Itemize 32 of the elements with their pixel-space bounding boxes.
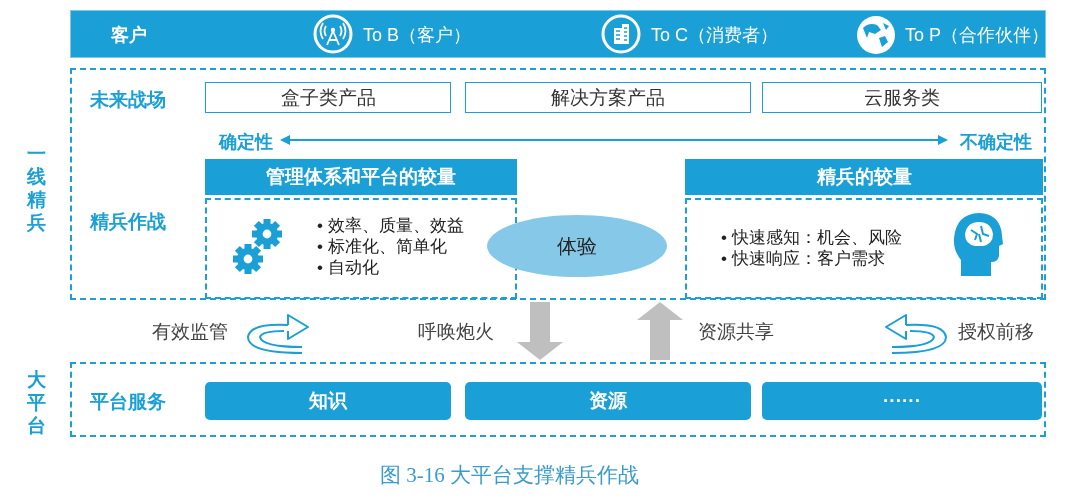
row-label: 精兵作战 — [90, 210, 166, 234]
product-box: 解决方案产品 — [465, 82, 751, 113]
row-label: 平台服务 — [90, 390, 166, 414]
region-heading: 大平台 — [25, 368, 47, 437]
bullet-item: • 效率、质量、效益 — [317, 215, 464, 236]
row-label: 有效监管 — [152, 320, 228, 344]
band-label: To B（客户） — [363, 24, 472, 47]
axis-label: 确定性 — [212, 130, 280, 154]
product-box: 云服务类 — [762, 82, 1042, 113]
product-box: 盒子类产品 — [205, 82, 451, 113]
service-box: ······ — [762, 382, 1042, 420]
panel-header: 管理体系和平台的较量 — [205, 159, 517, 195]
double-arrow — [280, 135, 948, 145]
block-arrow — [517, 302, 563, 360]
service-box: 知识 — [205, 382, 451, 420]
band-label: 客户 — [111, 24, 147, 47]
row-label: 未来战场 — [90, 88, 166, 112]
axis-label: 不确定性 — [952, 130, 1040, 154]
region-heading: 一线精兵 — [25, 142, 47, 234]
figure-caption: 图 3-16 大平台支撑精兵作战 — [380, 462, 639, 489]
bullet-item: • 快速响应：客户需求 — [721, 248, 886, 269]
bullet-item: • 标准化、简单化 — [317, 236, 448, 257]
customer-band — [70, 10, 1046, 58]
experience-ellipse: 体验 — [487, 215, 667, 277]
bullet-item: • 快速感知：机会、风险 — [721, 227, 902, 248]
block-arrow — [637, 302, 683, 360]
service-box: 资源 — [465, 382, 751, 420]
panel-header: 精兵的较量 — [685, 159, 1043, 195]
row-label: 授权前移 — [958, 320, 1034, 344]
bullet-item: • 自动化 — [317, 257, 380, 278]
band-label: To C（消费者） — [651, 24, 778, 47]
band-label: To P（合作伙伴） — [905, 24, 1050, 47]
